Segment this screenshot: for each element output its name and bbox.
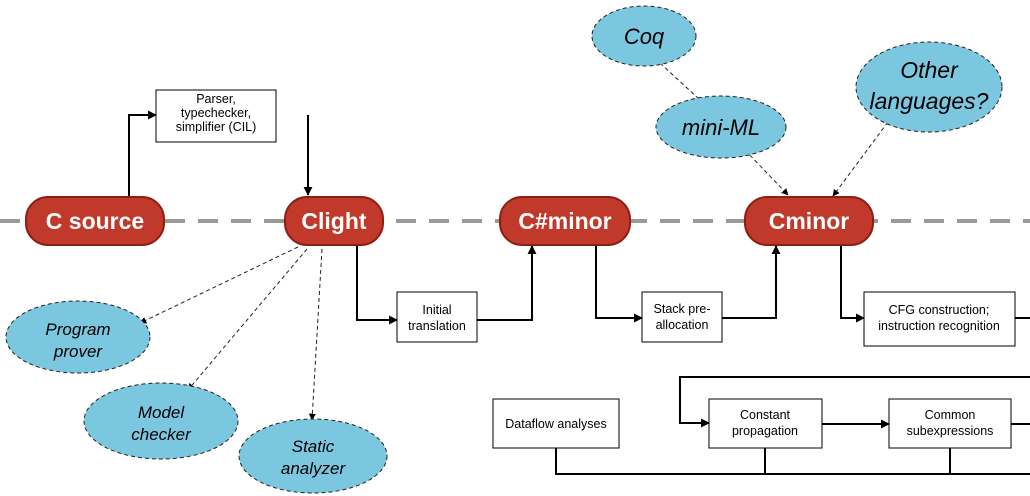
compilation-edges (128, 110, 1030, 475)
coq-label: Coq (624, 24, 665, 49)
label-line: analyzer (281, 459, 347, 478)
language-node-csharpminor: C#minor (499, 196, 631, 246)
pass-box-stack-preallocation: Stack pre-allocation (641, 291, 723, 343)
edge-clight-to-static-analyzer (308, 248, 323, 421)
language-node-clight: Clight (284, 196, 384, 246)
frontend-bubble-mini-ml: mini-ML (655, 95, 787, 159)
cminor-label: Cminor (769, 208, 850, 234)
label-line: Stack pre- (654, 302, 711, 316)
stack-preallocation-label: Stack pre-allocation (654, 302, 711, 332)
pass-box-common-subexpressions: Common subexpressions (888, 398, 1012, 449)
initial-translation-label: Initial translation (408, 303, 466, 333)
label-line: subexpressions (907, 424, 994, 438)
edge-mini-ml-to-cminor (744, 149, 789, 196)
label-line: prover (53, 342, 104, 361)
label-line: Common (925, 408, 976, 422)
label-line: simplifier (CIL) (176, 120, 257, 134)
dataflow-bus (555, 448, 1030, 475)
label-line: Parser, (196, 92, 236, 106)
label-line: propagation (732, 424, 798, 438)
c-source-label: C source (46, 208, 144, 234)
edge-csharpminor-to-stack-preallocation (595, 243, 643, 323)
pass-box-constant-propagation: Constant propagation (708, 398, 823, 449)
clight-label: Clight (301, 208, 366, 234)
label-line: instruction recognition (878, 319, 1000, 333)
label-line: languages? (870, 88, 989, 114)
language-node-cminor: Cminor (744, 196, 874, 246)
label-line: mini-ML (682, 115, 760, 140)
language-node-c-source: C source (25, 196, 165, 246)
tool-bubble-static-analyzer: Static analyzer (238, 418, 388, 494)
program-prover-label: Program prover (45, 320, 110, 361)
label-line: translation (408, 319, 466, 333)
label-line: Constant (740, 408, 791, 422)
edge-coq-to-mini-ml (659, 62, 701, 101)
other-languages-label: Other languages? (870, 57, 989, 114)
label-line: allocation (656, 318, 709, 332)
tool-bubble-program-prover: Program prover (5, 300, 151, 374)
edge-loop-into-constant-propagation (679, 376, 1030, 428)
label-line: Coq (624, 24, 665, 49)
label-line: Static (292, 437, 335, 456)
pass-box-parser: Parser,typechecker,simplifier (CIL) (155, 89, 277, 143)
dashed-edges (139, 62, 889, 421)
edge-other-languages-to-cminor (832, 121, 889, 197)
frontend-bubble-coq: Coq (591, 5, 697, 67)
label-line: Program (45, 320, 110, 339)
edge-clight-to-initial-translation (356, 243, 398, 325)
label-line: CFG construction; (889, 303, 990, 317)
dataflow-analyses-label: Dataflow analyses (505, 417, 606, 431)
csharpminor-label: C#minor (518, 208, 611, 234)
pass-box-initial-translation: Initial translation (396, 291, 478, 343)
label-line: Model (138, 403, 186, 422)
label-line: Other (900, 57, 959, 83)
edge-clight-to-program-prover (139, 246, 299, 324)
parser-label: Parser,typechecker,simplifier (CIL) (176, 92, 257, 134)
edge-cminor-to-cfg-construction (840, 243, 865, 323)
constant-propagation-label: Constant propagation (732, 408, 798, 438)
model-checker-label: Model checker (131, 403, 192, 444)
cfg-construction-label: CFG construction; instruction recognition (878, 303, 1000, 333)
static-analyzer-label: Static analyzer (281, 437, 347, 478)
edge-initial-translation-to-csharpminor (477, 245, 537, 321)
common-subexpressions-label: Common subexpressions (907, 408, 994, 438)
edge-csource-to-parser (128, 110, 157, 199)
label-line: Initial (422, 303, 451, 317)
frontend-bubble-other-languages: Other languages? (855, 41, 1003, 133)
pass-box-dataflow-analyses: Dataflow analyses (492, 398, 620, 449)
label-line: typechecker, (181, 106, 251, 120)
mini-ml-label: mini-ML (682, 115, 760, 140)
edge-clight-to-model-checker (187, 248, 308, 391)
pass-box-cfg-construction: CFG construction; instruction recognition (863, 291, 1016, 347)
tool-bubble-model-checker: Model checker (83, 382, 239, 460)
label-line: Dataflow analyses (505, 417, 606, 431)
label-line: checker (131, 425, 192, 444)
edge-stack-preallocation-to-cminor (722, 245, 781, 319)
